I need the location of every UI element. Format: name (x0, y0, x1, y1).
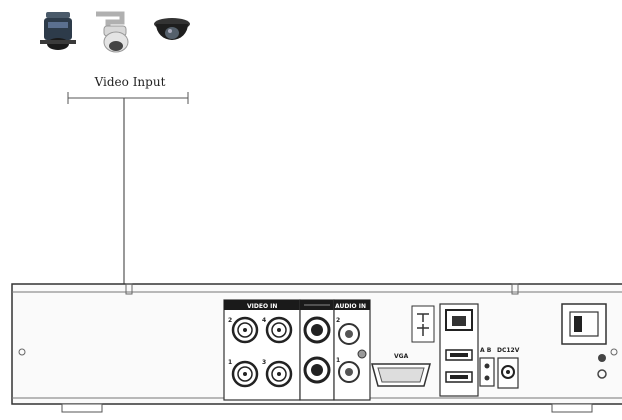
audio-port-label-1: 1 (336, 357, 340, 364)
video-in-port-4[interactable] (265, 316, 293, 344)
video-in-port-1[interactable] (231, 360, 259, 388)
usb-port-1[interactable] (445, 349, 473, 361)
usb-port-2[interactable] (445, 371, 473, 383)
video-out-port-2[interactable] (303, 356, 331, 384)
power-switch[interactable] (561, 303, 607, 345)
video-port-label-1: 1 (228, 359, 232, 366)
ground-screw-icon (597, 354, 607, 379)
box-camera-icon (40, 12, 76, 50)
audio-in-port-2[interactable] (338, 323, 360, 345)
video-out-block (299, 299, 335, 401)
video-port-label-4: 4 (262, 317, 266, 324)
vga-port[interactable] (371, 363, 431, 387)
vga-label: VGA (394, 353, 409, 360)
video-out-port-1[interactable] (303, 316, 331, 344)
rs485-terminal[interactable] (479, 357, 495, 387)
video-in-label: VIDEO IN (247, 303, 277, 310)
audio-out-jack[interactable] (357, 349, 367, 359)
video-in-block: VIDEO IN (223, 299, 301, 401)
audio-in-label: AUDIO IN (335, 303, 366, 310)
ab-label: A B (480, 347, 492, 354)
power-label: DC12V (497, 347, 520, 354)
video-in-port-3[interactable] (265, 360, 293, 388)
audio-port-label-2: 2 (336, 317, 340, 324)
ptz-speed-dome-icon (96, 11, 129, 53)
ethernet-port[interactable] (445, 309, 473, 331)
power-port[interactable] (497, 357, 519, 389)
audio-in-block: AUDIO IN (333, 299, 371, 401)
network-symbol-icon (411, 305, 435, 343)
video-port-label-2: 2 (228, 317, 232, 324)
video-port-label-3: 3 (262, 359, 266, 366)
dome-camera-icon (154, 18, 190, 40)
video-input-bracket (67, 92, 189, 104)
audio-in-port-1[interactable] (338, 361, 360, 383)
video-input-caption: Video Input (94, 75, 166, 89)
video-in-port-2[interactable] (231, 316, 259, 344)
